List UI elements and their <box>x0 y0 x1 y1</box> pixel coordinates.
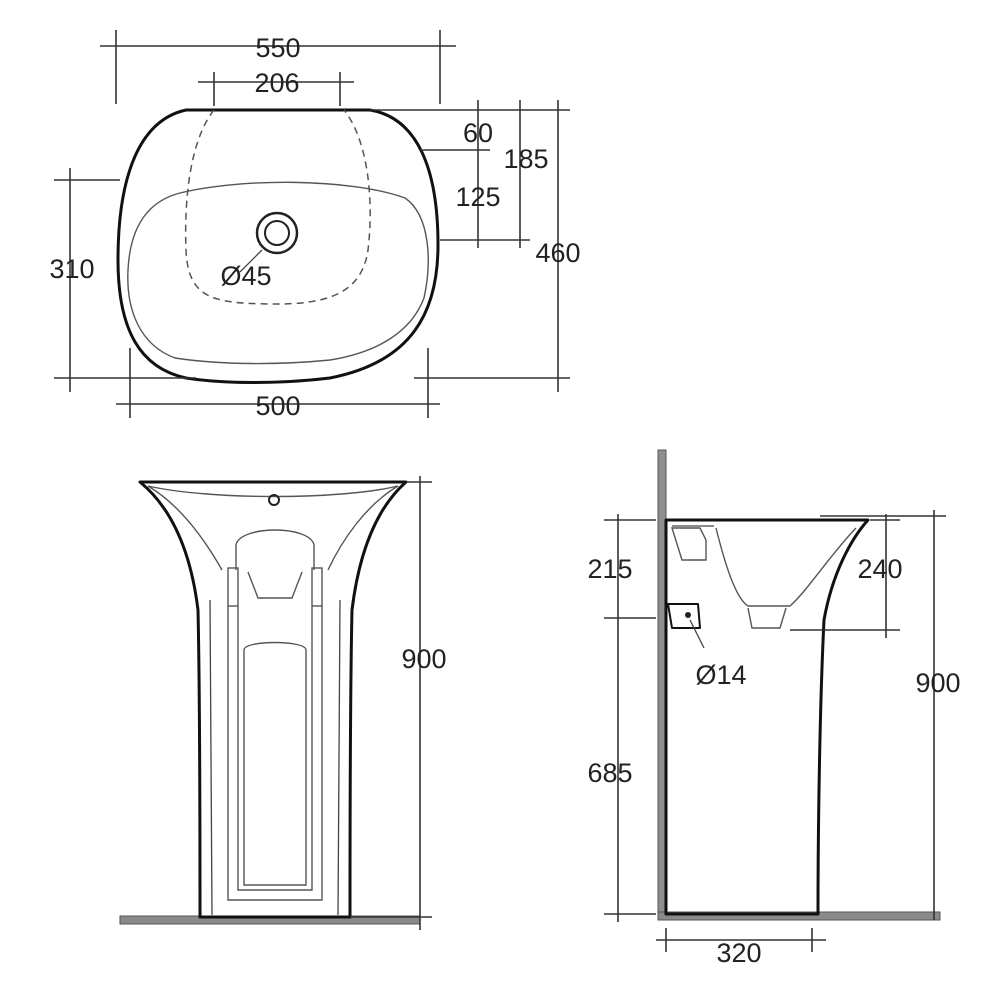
wall-fixing-bracket <box>667 603 701 629</box>
dim-waste-to-bowl: 125 <box>455 182 500 212</box>
dim-waste-diameter: Ø45 <box>220 261 271 291</box>
pedestal-outline-front <box>138 480 408 919</box>
front-view: 900 <box>119 476 447 930</box>
dim-overall-depth: 460 <box>535 238 580 268</box>
dim-tap-to-waste: 185 <box>503 144 548 174</box>
dim-fixing-height: 685 <box>587 758 632 788</box>
dim-bowl-depth: 310 <box>49 254 94 284</box>
dim-overall-width: 550 <box>255 33 300 63</box>
dim-projection: 320 <box>716 938 761 968</box>
pedestal-outline-side <box>664 518 870 916</box>
waste-outlet-outer <box>255 211 299 255</box>
floor-line-side <box>657 911 941 921</box>
dim-side-height: 900 <box>915 668 960 698</box>
tap-hole-front <box>268 494 280 506</box>
dim-front-height: 900 <box>401 644 446 674</box>
basin-outline-top <box>116 108 440 384</box>
dim-tap-to-edge: 60 <box>463 118 493 148</box>
dim-side-bowl-depth: 240 <box>857 554 902 584</box>
dim-rim-to-fixing: 215 <box>587 554 632 584</box>
dim-fixing-diameter: Ø14 <box>695 660 746 690</box>
waste-outlet-inner <box>264 220 290 246</box>
top-view: 550 206 60 185 125 460 310 Ø45 500 <box>49 30 581 421</box>
dim-base-width: 500 <box>255 391 300 421</box>
side-view: 215 240 Ø14 685 900 320 <box>587 449 961 968</box>
tap-zone-dashed <box>184 109 371 305</box>
dim-tap-zone-width: 206 <box>254 68 299 98</box>
bowl-outline-top <box>127 181 429 365</box>
